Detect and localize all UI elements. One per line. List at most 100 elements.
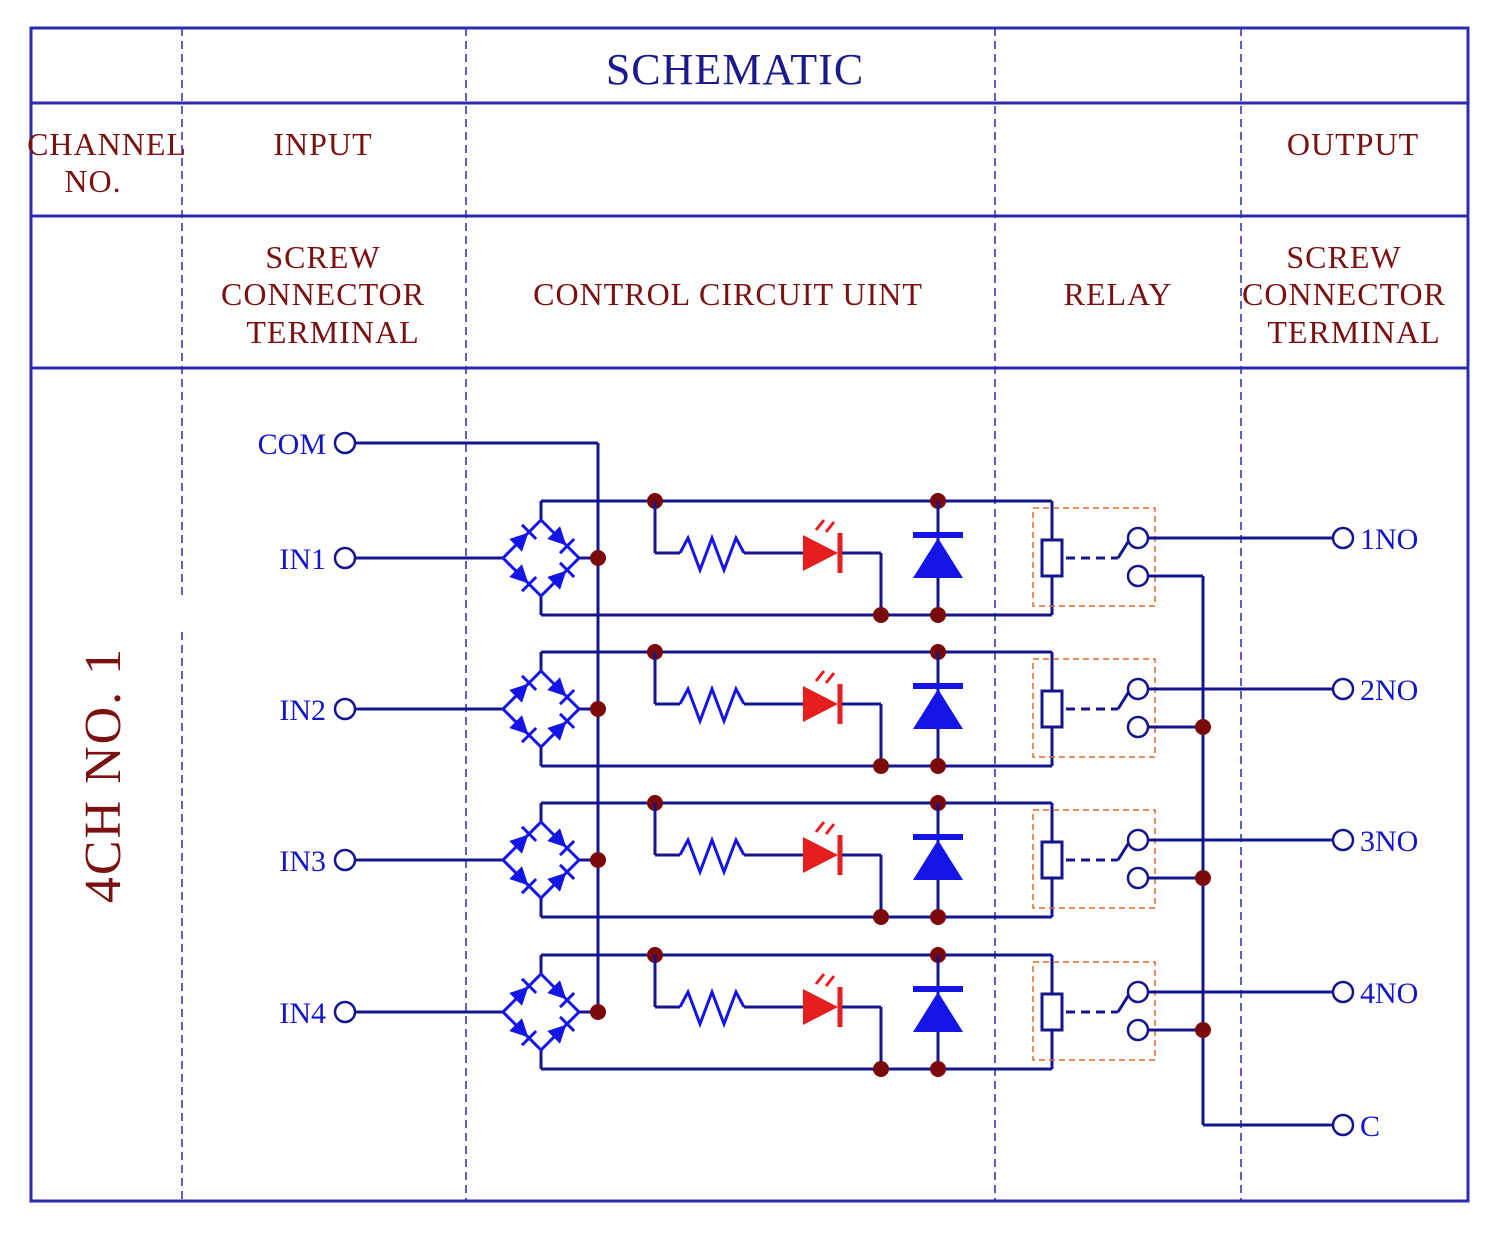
resistor-2 (678, 684, 746, 726)
resistor-1 (678, 533, 746, 575)
bridge-diode-bl-2-bar (520, 726, 538, 744)
diode-bottom-junction-1 (930, 607, 946, 623)
led-junction-3 (873, 909, 889, 925)
led-junction-2 (873, 758, 889, 774)
led-junction-4 (873, 1061, 889, 1077)
led-ray-b-4 (824, 975, 836, 987)
bridge-diode-bl-4-bar (520, 1029, 538, 1047)
relay-common-contact-2 (1126, 715, 1150, 739)
relay-coil-3 (1040, 840, 1064, 880)
led-body-4 (803, 989, 838, 1025)
output-common-label: C (1360, 1110, 1380, 1143)
bridge-rectifier-4 (500, 971, 582, 1053)
bridge-diode-bl-3-bar (520, 877, 538, 895)
output-terminal-ring-1 (1331, 526, 1355, 550)
relay-no-contact-1 (1126, 526, 1150, 550)
bridge-diode-tr-2-bar (558, 688, 576, 706)
channel-1: IN1 1NO (279, 493, 1418, 623)
header-output: OUTPUT (1287, 126, 1419, 162)
header-screw-output-line1: SCREW (1286, 239, 1401, 275)
com-junction-3 (590, 852, 606, 868)
output-common-junction-2 (1195, 719, 1211, 735)
led-body-3 (803, 837, 838, 873)
relay-common-contact-1 (1126, 564, 1150, 588)
header-channel-line1: CHANNEL (27, 126, 187, 162)
bridge-rectifier-2 (500, 668, 582, 750)
bridge-diode-br-4-bar (558, 1015, 576, 1033)
relay-box-3 (1032, 809, 1156, 909)
header-screw-output-line2: CONNECTOR (1242, 276, 1446, 312)
output-common-terminal-ring (1331, 1113, 1355, 1137)
led-body-2 (803, 686, 838, 722)
com-junction-1 (590, 550, 606, 566)
relay-common-contact-4 (1126, 1018, 1150, 1042)
com-label: COM (258, 428, 326, 461)
diode-bottom-junction-2 (930, 758, 946, 774)
led-ray-a-4 (814, 973, 826, 985)
led-ray-a-1 (814, 519, 826, 531)
bridge-diode-tr-1-bar (558, 537, 576, 555)
output-terminal-ring-4 (1331, 980, 1355, 1004)
bridge-diode-br-1-bar (558, 561, 576, 579)
bridge-diode-tl-3-bar (520, 825, 538, 843)
bridge-diode-tl-1-bar (520, 523, 538, 541)
bridge-diode-br-2-bar (558, 712, 576, 730)
diode-bottom-junction-4 (930, 1061, 946, 1077)
led-ray-a-2 (814, 670, 826, 682)
outer-frame (29, 26, 1470, 1203)
header-control-circuit: CONTROL CIRCUIT UINT (533, 276, 923, 312)
led-4 (803, 973, 843, 1027)
flyback-diode-2 (913, 689, 963, 729)
output-common-junction-4 (1195, 1022, 1211, 1038)
output-terminal-ring-3 (1331, 828, 1355, 852)
diagram-title: SCHEMATIC (606, 45, 864, 94)
resistor-4 (678, 987, 746, 1029)
flyback-diode-1 (913, 538, 963, 578)
com-junction-2 (590, 701, 606, 717)
output-terminal-ring-2 (1331, 677, 1355, 701)
input-terminal-ring-2 (333, 697, 357, 721)
bridge-rectifier-3 (500, 819, 582, 901)
led-body-1 (803, 535, 838, 571)
header-channel-line2: NO. (64, 163, 121, 199)
led-3 (803, 821, 843, 875)
flyback-diode-3 (913, 840, 963, 880)
relay-coil-1 (1040, 538, 1064, 578)
channel-4: IN4 4NO (279, 947, 1418, 1077)
relay-no-contact-2 (1126, 677, 1150, 701)
flyback-diode-4 (913, 992, 963, 1032)
output-label-1: 1NO (1360, 523, 1418, 556)
relay-box-4 (1032, 961, 1156, 1061)
diode-bottom-junction-3 (930, 909, 946, 925)
header-screw-input-line2: CONNECTOR (221, 276, 425, 312)
relay-no-contact-3 (1126, 828, 1150, 852)
output-common-junction-3 (1195, 870, 1211, 886)
relay-common-contact-3 (1126, 866, 1150, 890)
bridge-diode-br-3-bar (558, 863, 576, 881)
led-ray-a-3 (814, 821, 826, 833)
bridge-diode-tr-4-bar (558, 991, 576, 1009)
led-junction-1 (873, 607, 889, 623)
bridge-diode-tl-4-bar (520, 977, 538, 995)
bridge-diode-tl-2-bar (520, 674, 538, 692)
header-relay: RELAY (1064, 276, 1173, 312)
input-terminal-ring-4 (333, 1000, 357, 1024)
header-screw-output-line3: TERMINAL (1267, 314, 1440, 350)
relay-box-1 (1032, 507, 1156, 607)
relay-box-2 (1032, 658, 1156, 758)
input-label-1: IN1 (279, 543, 326, 576)
output-label-4: 4NO (1360, 977, 1418, 1010)
bridge-diode-bl-1-bar (520, 575, 538, 593)
output-label-3: 3NO (1360, 825, 1418, 858)
led-1 (803, 519, 843, 573)
led-ray-b-2 (824, 672, 836, 684)
led-ray-b-3 (824, 823, 836, 835)
input-label-4: IN4 (279, 997, 326, 1030)
input-terminal-ring-3 (333, 848, 357, 872)
resistor-3 (678, 835, 746, 877)
